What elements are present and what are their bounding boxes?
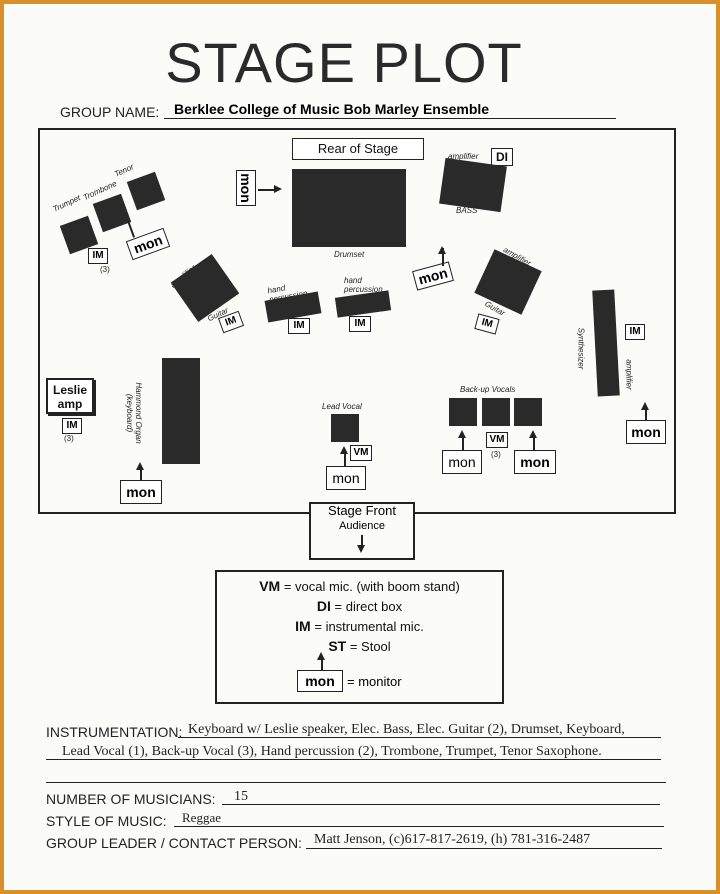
- legend-mon-arrow: [317, 652, 325, 660]
- group-name-label: GROUP NAME:: [60, 104, 160, 120]
- backup-monitor2-arrow: [529, 430, 537, 438]
- backup-vm-count: (3): [491, 450, 501, 459]
- leslie-amp: Leslie amp: [46, 378, 94, 414]
- leslie-im-count: (3): [64, 434, 74, 443]
- stage-front-label: Stage Front: [328, 503, 396, 518]
- synth-im-box: IM: [625, 324, 645, 340]
- backup-vm-box: VM: [486, 432, 508, 448]
- group-name-value: Berklee College of Music Bob Marley Ense…: [174, 101, 490, 117]
- drum-monitor-arrow-stem: [258, 189, 276, 191]
- drumset-label: Drumset: [334, 250, 365, 259]
- audience-arrow: [357, 545, 365, 553]
- lead-monitor: mon: [326, 466, 366, 490]
- synth-monitor: mon: [626, 420, 666, 444]
- backup-monitor1-arrow: [458, 430, 466, 438]
- backup-vocal3-position: [514, 398, 542, 426]
- drum-monitor: mon: [236, 170, 256, 206]
- backup-monitor1-arrow-stem: [462, 436, 464, 450]
- leader-value: Matt Jenson, (c)617-817-2619, (h) 781-31…: [314, 832, 591, 847]
- drum-monitor-arrow: [274, 185, 282, 193]
- instrumentation-line3: [46, 782, 666, 783]
- musicians-label: NUMBER OF MUSICIANS:: [46, 791, 216, 807]
- legend-im-code: IM: [295, 618, 311, 634]
- synth-amp-label: amplifier: [624, 359, 634, 390]
- stage-plot-page: STAGE PLOT GROUP NAME: Berklee College o…: [4, 4, 716, 890]
- instrumentation-line1: [178, 737, 661, 738]
- bass-label: BASS: [456, 206, 478, 215]
- synth-monitor-arrow: [641, 402, 649, 410]
- horn-im-count: (3): [100, 265, 110, 274]
- leader-label: GROUP LEADER / CONTACT PERSON:: [46, 835, 302, 851]
- legend-vm: VM = vocal mic. (with boom stand): [217, 578, 502, 594]
- group-name-line: [164, 118, 616, 119]
- legend-vm-code: VM: [259, 578, 281, 594]
- horn-im-box: IM: [88, 248, 108, 264]
- hammond-organ: [162, 358, 200, 464]
- backup-vocals-label: Back-up Vocals: [460, 385, 516, 394]
- hammond-label: Hammond Organ (keyboard): [125, 382, 143, 444]
- rear-of-stage-label: Rear of Stage: [292, 138, 424, 160]
- lead-vocal-vm-box: VM: [350, 445, 372, 461]
- hammond-monitor-arrow-stem: [140, 468, 142, 482]
- legend-di-code: DI: [316, 598, 331, 614]
- instrumentation-value-line2: Lead Vocal (1), Back-up Vocal (3), Hand …: [62, 744, 602, 759]
- hand-perc2-label: hand percussion: [344, 276, 383, 294]
- page-title: STAGE PLOT: [165, 31, 523, 94]
- style-label: STYLE OF MUSIC:: [46, 813, 167, 829]
- backup-vocal2-position: [482, 398, 510, 426]
- audience-arrow-stem: [361, 535, 363, 547]
- legend-box: VM = vocal mic. (with boom stand) DI = d…: [215, 570, 504, 704]
- lead-monitor-arrow: [340, 446, 348, 454]
- bass-di-box: DI: [491, 148, 513, 166]
- legend-mon-arrow-stem: [321, 656, 323, 670]
- instrumentation-value-line1: Keyboard w/ Leslie speaker, Elec. Bass, …: [188, 722, 625, 737]
- legend-st: ST = Stool: [217, 638, 502, 654]
- musicians-line: [222, 804, 660, 805]
- backup-monitor2: mon: [514, 450, 556, 474]
- legend-st-text: = Stool: [349, 639, 391, 654]
- hammond-monitor-arrow: [136, 462, 144, 470]
- legend-di: DI = direct box: [217, 598, 502, 614]
- legend-mon-code: mon: [297, 670, 343, 692]
- style-value: Reggae: [182, 810, 221, 825]
- hand-perc2-im-box: IM: [349, 316, 371, 332]
- leslie-im-box: IM: [62, 418, 82, 434]
- musicians-value: 15: [234, 789, 248, 804]
- drumset: [292, 169, 406, 247]
- lead-vocal-label: Lead Vocal: [322, 402, 362, 411]
- audience-label: Audience: [339, 520, 385, 532]
- lead-monitor-arrow-stem: [344, 452, 346, 466]
- hammond-monitor: mon: [120, 480, 162, 504]
- bass-amp-label: amplifier: [448, 152, 479, 161]
- leader-line: [306, 848, 662, 849]
- style-line: [174, 826, 664, 827]
- legend-st-code: ST: [328, 638, 347, 654]
- backup-vocal1-position: [449, 398, 477, 426]
- lead-vocal-position: [331, 414, 359, 442]
- instrumentation-label: INSTRUMENTATION:: [46, 724, 183, 740]
- guitar2-monitor-arrow: [438, 246, 446, 254]
- legend-di-text: = direct box: [334, 599, 403, 614]
- guitar2-monitor-arrow-stem: [442, 248, 444, 266]
- backup-monitor1: mon: [442, 450, 482, 474]
- synth-monitor-arrow-stem: [645, 408, 647, 422]
- bass-amplifier: [439, 157, 507, 213]
- synthesizer-label: Synthesizer: [576, 327, 586, 370]
- legend-im: IM = instrumental mic.: [217, 618, 502, 634]
- legend-im-text: = instrumental mic.: [314, 619, 424, 634]
- legend-mon-text: = monitor: [347, 674, 402, 689]
- hand-perc1-im-box: IM: [288, 318, 310, 334]
- drum-monitor-label: mon: [238, 173, 254, 203]
- instrumentation-line2: [46, 759, 661, 760]
- legend-vm-text: = vocal mic. (with boom stand): [283, 579, 460, 594]
- backup-monitor2-arrow-stem: [533, 436, 535, 450]
